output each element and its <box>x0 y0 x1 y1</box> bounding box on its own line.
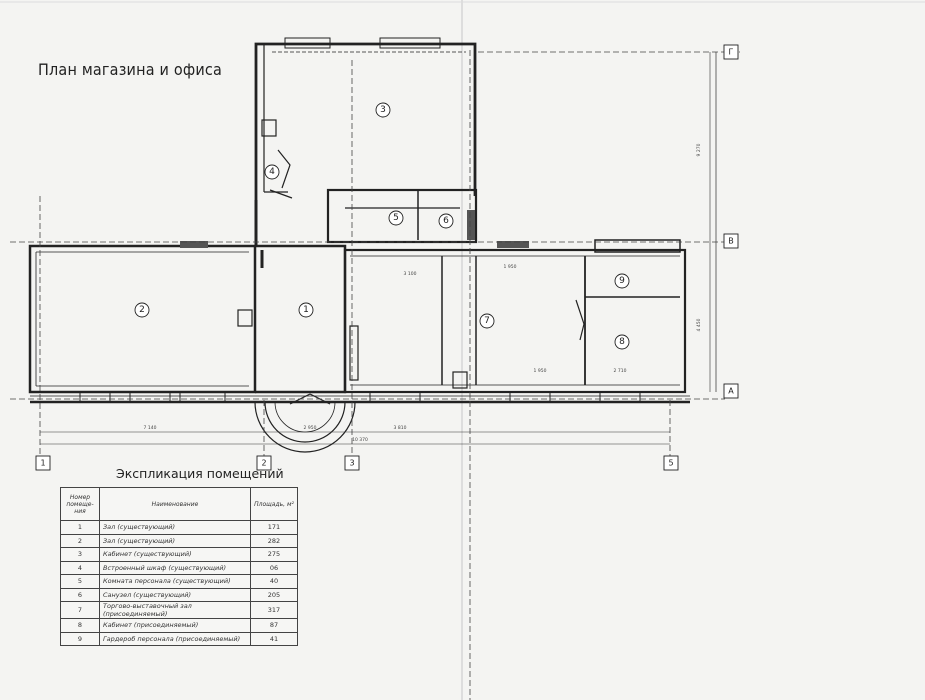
axis-marker-B <box>723 233 739 249</box>
axis-label-2: 2 <box>261 459 266 468</box>
axis-label-G: Г <box>729 48 734 57</box>
cell-num: 8 <box>60 618 100 633</box>
cell-num: 5 <box>60 574 100 589</box>
room-label-1: 1 <box>303 305 309 315</box>
axis-marker-1 <box>35 455 51 471</box>
cell-num: 3 <box>60 547 100 562</box>
cell-area: 275 <box>250 547 298 562</box>
cell-name: Кабинет (существующий) <box>99 547 251 562</box>
cell-num: 4 <box>60 560 100 575</box>
header-area: Площадь, м² <box>250 487 298 521</box>
room-label-6: 6 <box>443 216 449 226</box>
cell-area: 06 <box>250 560 298 575</box>
cell-area: 171 <box>250 520 298 535</box>
cell-name: Зал (существующий) <box>99 520 251 535</box>
svg-text:3 100: 3 100 <box>404 271 417 277</box>
cell-name: Комната персонала (существующий) <box>99 574 251 589</box>
cell-name: Кабинет (присоединяемый) <box>99 618 251 633</box>
room-label-4: 4 <box>269 167 275 177</box>
axis-marker-3 <box>344 455 360 471</box>
fixtures <box>237 119 585 389</box>
cell-name: Торгово-выставочный зал (присоединяемый) <box>99 601 251 619</box>
explication-title: Экспликация помещений <box>116 466 284 481</box>
hatch-marks <box>180 210 529 248</box>
cell-area: 282 <box>250 533 298 548</box>
room-label-8: 8 <box>619 337 625 347</box>
axis-marker-G <box>723 44 739 60</box>
axis-label-5: 5 <box>668 459 673 468</box>
header-room-number: Номер помеще- ния <box>60 487 100 521</box>
windows <box>79 37 641 403</box>
axis-markers <box>35 44 739 471</box>
header-room-name: Наименование <box>99 487 251 521</box>
cell-area: 41 <box>250 631 298 646</box>
svg-text:2 710: 2 710 <box>614 368 627 374</box>
svg-text:3 810: 3 810 <box>394 425 407 431</box>
cell-name: Встроенный шкаф (существующий) <box>99 560 251 575</box>
cell-area: 87 <box>250 618 298 633</box>
cell-area: 317 <box>250 601 298 619</box>
cell-num: 9 <box>60 631 100 646</box>
explication-table: Номер помеще- ния Наименование Площадь, … <box>60 487 298 646</box>
table-header-row: Номер помеще- ния Наименование Площадь, … <box>60 487 298 521</box>
cell-num: 7 <box>60 601 100 619</box>
cell-num: 2 <box>60 533 100 548</box>
axis-label-B: B <box>728 237 734 246</box>
cell-name: Гардероб персонала (присоединяемый) <box>99 631 251 646</box>
svg-text:9 270: 9 270 <box>696 143 702 156</box>
axis-label-3: 3 <box>349 459 354 468</box>
svg-text:1 950: 1 950 <box>504 264 517 270</box>
room-label-7: 7 <box>484 316 490 326</box>
dimension-labels: 7 140 2 950 10 370 3 810 3 100 1 950 1 9… <box>144 143 702 443</box>
plan-title: План магазина и офиса <box>38 60 223 79</box>
axis-marker-2 <box>256 455 272 471</box>
svg-text:2 950: 2 950 <box>304 425 317 431</box>
cell-name: Санузел (существующий) <box>99 587 251 602</box>
walls <box>28 42 690 404</box>
axis-label-A: A <box>728 387 734 396</box>
room-markers <box>134 102 630 350</box>
room-label-5: 5 <box>393 213 399 223</box>
room-label-3: 3 <box>380 105 386 115</box>
cell-num: 1 <box>60 520 100 535</box>
svg-text:4 450: 4 450 <box>696 318 702 331</box>
axis-marker-5 <box>663 455 679 471</box>
svg-text:10 370: 10 370 <box>352 437 368 443</box>
svg-text:7 140: 7 140 <box>144 425 157 431</box>
axis-label-1: 1 <box>40 459 45 468</box>
cell-num: 6 <box>60 587 100 602</box>
room-label-9: 9 <box>619 276 625 286</box>
cell-name: Зал (существующий) <box>99 533 251 548</box>
cell-area: 40 <box>250 574 298 589</box>
axis-marker-A <box>723 383 739 399</box>
cell-area: 205 <box>250 587 298 602</box>
dimension-lines <box>40 52 711 445</box>
svg-text:1 950: 1 950 <box>534 368 547 374</box>
room-label-2: 2 <box>139 305 145 315</box>
